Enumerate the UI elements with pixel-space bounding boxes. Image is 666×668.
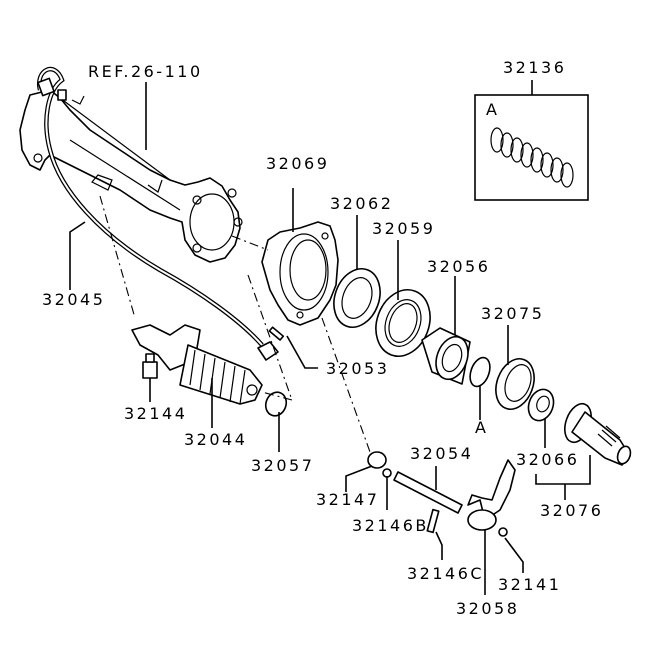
label-32146c[interactable]: 32146C bbox=[407, 564, 485, 583]
cable-32045[interactable] bbox=[36, 67, 264, 347]
label-32058[interactable]: 32058 bbox=[456, 599, 520, 618]
rod-32054[interactable] bbox=[393, 471, 463, 514]
label-32075[interactable]: 32075 bbox=[481, 304, 545, 323]
ball-32146b[interactable] bbox=[382, 468, 392, 478]
label-32136[interactable]: 32136 bbox=[503, 58, 567, 77]
pin-32053[interactable] bbox=[268, 326, 285, 341]
label-ref-26-110[interactable]: REF.26-110 bbox=[88, 62, 203, 81]
label-inset-a: A bbox=[486, 100, 500, 119]
label-32057[interactable]: 32057 bbox=[251, 456, 315, 475]
oil-seal-32062[interactable] bbox=[326, 262, 388, 333]
label-32059[interactable]: 32059 bbox=[372, 219, 436, 238]
assembly-lines bbox=[99, 195, 371, 453]
axle-housing[interactable] bbox=[19, 89, 243, 263]
hose-fitting bbox=[257, 341, 279, 361]
label-32062[interactable]: 32062 bbox=[330, 194, 394, 213]
collar-32147[interactable] bbox=[367, 451, 387, 469]
label-32056[interactable]: 32056 bbox=[427, 257, 491, 276]
clip-32141[interactable] bbox=[498, 527, 508, 537]
label-32044[interactable]: 32044 bbox=[184, 430, 248, 449]
label-32076[interactable]: 32076 bbox=[540, 501, 604, 520]
label-32066[interactable]: 32066 bbox=[516, 450, 580, 469]
fitting-32144[interactable] bbox=[142, 353, 158, 379]
pin-32146c[interactable] bbox=[426, 508, 440, 534]
bushing-32057[interactable] bbox=[262, 389, 289, 418]
label-32147[interactable]: 32147 bbox=[316, 490, 380, 509]
bearing-32066[interactable] bbox=[524, 386, 557, 424]
label-32054[interactable]: 32054 bbox=[410, 444, 474, 463]
sleeve-32056[interactable] bbox=[421, 327, 474, 385]
snap-ring-a[interactable] bbox=[466, 355, 493, 389]
label-callout-a: A bbox=[475, 418, 489, 437]
extension-housing-32069[interactable] bbox=[261, 221, 339, 326]
leader-lines bbox=[69, 80, 591, 595]
bearing-32059[interactable] bbox=[367, 282, 439, 364]
label-32146b[interactable]: 32146B bbox=[352, 516, 429, 535]
shaft-32076[interactable] bbox=[560, 400, 633, 466]
fork-32058[interactable] bbox=[467, 459, 516, 531]
boot-32044[interactable] bbox=[131, 324, 263, 405]
spring-32136[interactable] bbox=[490, 127, 574, 188]
label-32141[interactable]: 32141 bbox=[498, 575, 562, 594]
label-32069[interactable]: 32069 bbox=[266, 154, 330, 173]
label-32144[interactable]: 32144 bbox=[124, 404, 188, 423]
label-32045[interactable]: 32045 bbox=[42, 290, 106, 309]
label-32053[interactable]: 32053 bbox=[326, 359, 390, 378]
bearing-32075[interactable] bbox=[489, 353, 541, 414]
